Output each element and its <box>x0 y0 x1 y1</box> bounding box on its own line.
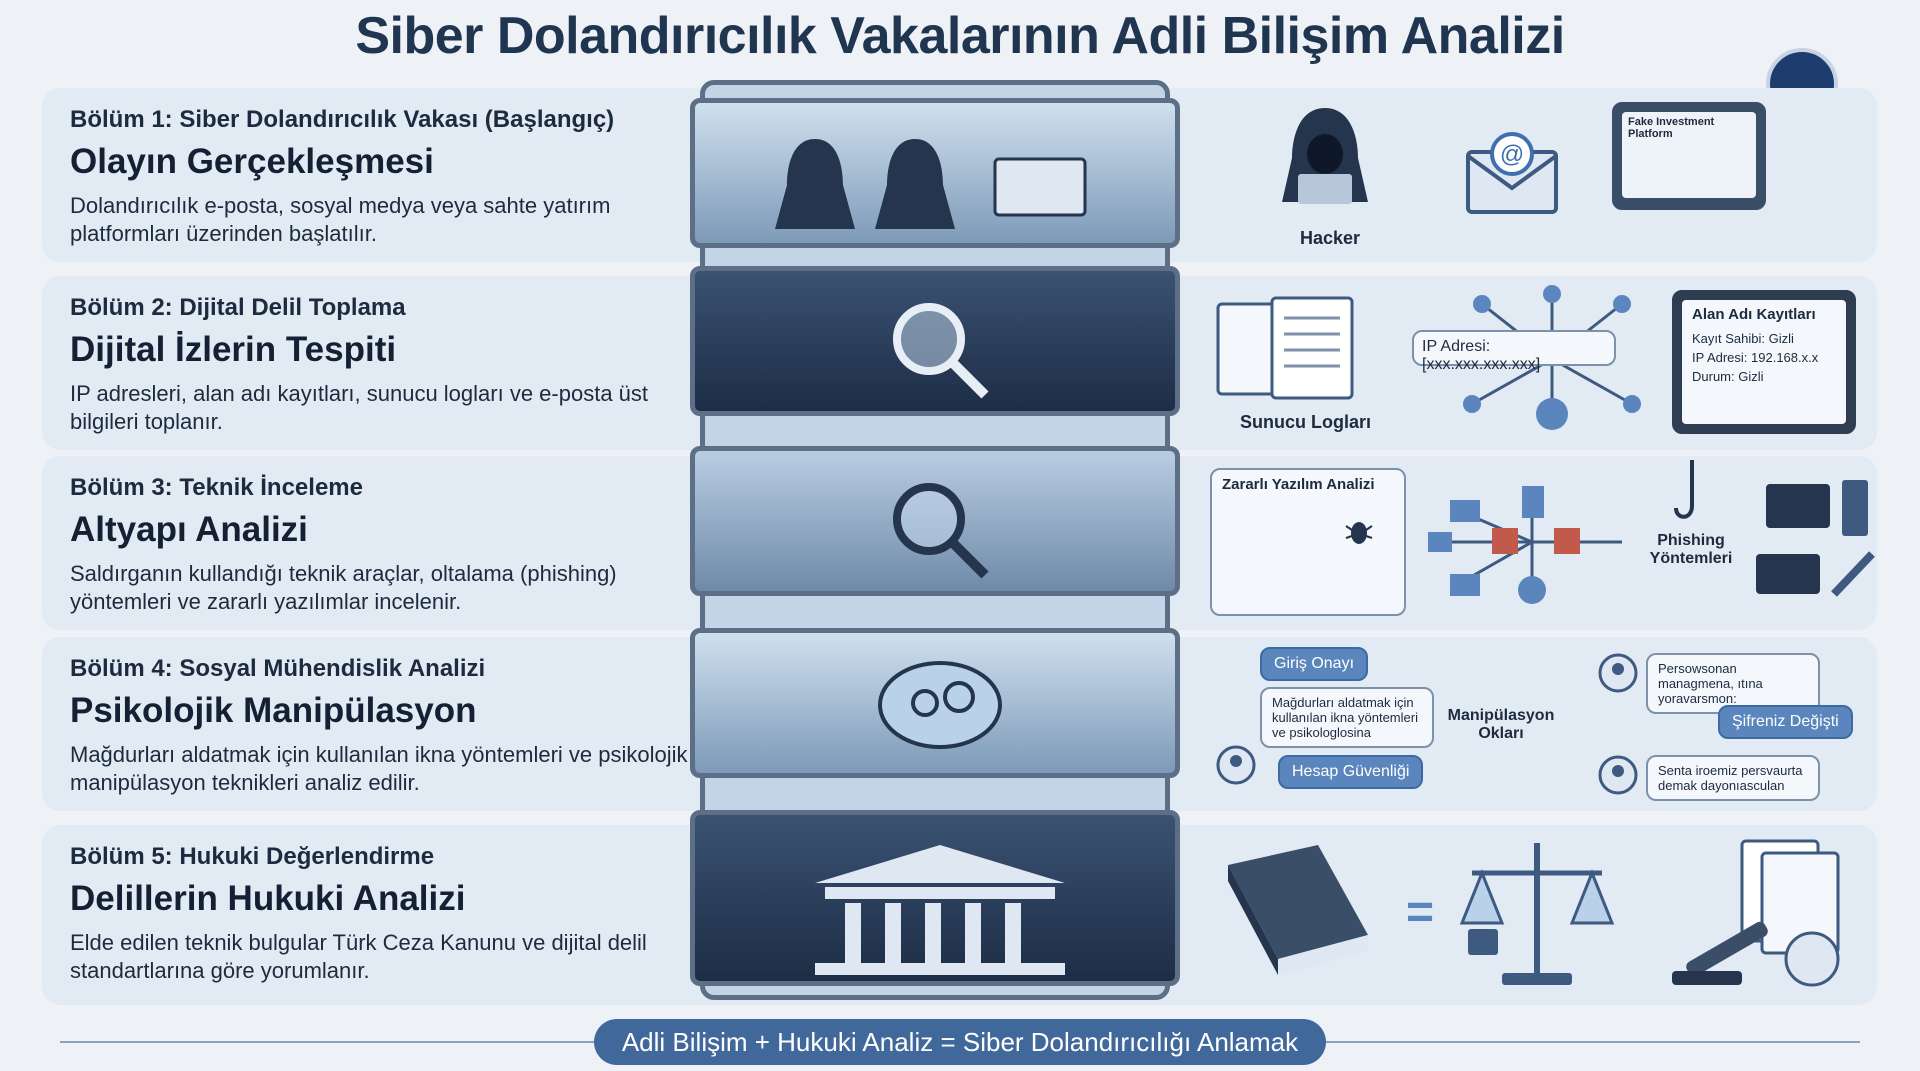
tools-icon <box>1756 480 1875 597</box>
section-heading: Psikolojik Manipülasyon <box>70 691 477 730</box>
fake-platform-monitor: Fake Investment Platform <box>1612 102 1766 210</box>
section-label: Bölüm 2: Dijital Delil Toplama <box>70 294 406 321</box>
tower-level-4 <box>690 628 1180 778</box>
domain-records-screen: Alan Adı Kayıtları Kayıt Sahibi: Gizli I… <box>1682 300 1846 424</box>
persuasion-bubble-left: Mağdurları aldatmak için kullanılan ikna… <box>1260 687 1434 748</box>
section-description: Saldırganın kullandığı teknik araçlar, o… <box>70 561 617 614</box>
user-avatar-icon <box>1216 745 1256 785</box>
email-icon: @ <box>1466 132 1558 214</box>
server-logs-label: Sunucu Logları <box>1240 412 1372 432</box>
ip-address-box: IP Adresi: [xxx.xxx.xxx.xxx] <box>1412 330 1616 373</box>
fake-platform-screen: Fake Investment Platform <box>1622 112 1756 198</box>
hacker-label: Hacker <box>1300 228 1361 248</box>
tower-level-5 <box>690 810 1180 986</box>
user-avatar-icon <box>1598 653 1638 693</box>
domain-records-title: Alan Adı Kayıtları <box>1692 306 1816 323</box>
fake-platform-label: Fake Investment Platform <box>1628 116 1715 140</box>
page-title: Siber Dolandırıcılık Vakalarının Adli Bi… <box>355 7 1565 65</box>
section-description: Elde edilen teknik bulgular Türk Ceza Ka… <box>70 930 647 983</box>
law-book-icon <box>1228 845 1368 975</box>
phishing-network-icon <box>1428 486 1622 604</box>
section-text-4: Bölüm 4: Sosyal Mühendislik Analizi Psik… <box>70 655 710 797</box>
domain-records-tablet: Alan Adı Kayıtları Kayıt Sahibi: Gizli I… <box>1672 290 1856 434</box>
brain-icon <box>878 661 1002 749</box>
tower-level-1 <box>690 98 1180 248</box>
login-confirm-pill: Giriş Onayı <box>1260 647 1369 681</box>
section-heading: Dijital İzlerin Tespiti <box>70 330 397 369</box>
section-description: IP adresleri, alan adı kayıtları, sunucu… <box>70 381 649 434</box>
hackers-illustration <box>775 139 1087 229</box>
scales-of-justice-icon <box>1459 843 1615 985</box>
section-description: Dolandırıcılık e-posta, sosyal medya vey… <box>70 193 611 246</box>
section-label: Bölüm 4: Sosyal Mühendislik Analizi <box>70 655 486 682</box>
section-heading: Olayın Gerçekleşmesi <box>70 142 434 181</box>
domain-status: Durum: Gizli <box>1692 369 1764 384</box>
section-text-5: Bölüm 5: Hukuki Değerlendirme Delillerin… <box>70 843 710 985</box>
gavel-documents-icon <box>1672 839 1840 987</box>
manipulation-arrows-label: Manipülasyon Okları <box>1447 707 1555 742</box>
password-changed-pill: Şifreniz Değişti <box>1718 705 1853 739</box>
phishing-label: Phishing Yöntemleri <box>1649 532 1733 567</box>
central-tower <box>690 80 1180 1000</box>
user-avatar-icon <box>1598 755 1638 795</box>
circuit-magnifier-icon <box>893 483 989 579</box>
equals-sign: = <box>1406 886 1435 939</box>
section-heading: Delillerin Hukuki Analizi <box>70 879 466 918</box>
footer-banner: Adli Bilişim + Hukuki Analiz = Siber Dol… <box>594 1019 1326 1065</box>
bug-icon <box>1345 522 1373 544</box>
section-text-1: Bölüm 1: Siber Dolandırıcılık Vakası (Ba… <box>70 106 710 248</box>
ip-address-label: IP Adresi: [xxx.xxx.xxx.xxx] <box>1422 338 1541 373</box>
domain-ip: IP Adresi: 192.168.x.x <box>1692 350 1819 365</box>
section-label: Bölüm 3: Teknik İnceleme <box>70 474 363 501</box>
courthouse-icon <box>815 845 1065 975</box>
svg-text:@: @ <box>1500 141 1524 168</box>
malware-analysis-title: Zararlı Yazılım Analizi <box>1222 476 1375 493</box>
section-label: Bölüm 1: Siber Dolandırıcılık Vakası (Ba… <box>70 106 615 133</box>
domain-owner: Kayıt Sahibi: Gizli <box>1692 331 1794 346</box>
magnifier-icon <box>893 303 989 399</box>
tower-level-3 <box>690 446 1180 596</box>
section-heading: Altyapı Analizi <box>70 510 308 549</box>
section-text-3: Bölüm 3: Teknik İnceleme Altyapı Analizi… <box>70 474 710 616</box>
tower-level-2 <box>690 266 1180 416</box>
section-label: Bölüm 5: Hukuki Değerlendirme <box>70 843 435 870</box>
persuasion-bubble-bottom: Senta iroemiz persvaurta demak dayonıasc… <box>1646 755 1820 801</box>
phishing-hook-icon <box>1674 460 1694 519</box>
malware-analysis-panel: Zararlı Yazılım Analizi <box>1210 468 1406 616</box>
hacker-icon <box>1282 108 1368 204</box>
server-log-icon <box>1216 296 1354 400</box>
persuasion-bubble-top: Persowsonan managmena, ıtına yoravarsmon… <box>1646 653 1820 714</box>
section-text-2: Bölüm 2: Dijital Delil Toplama Dijital İ… <box>70 294 710 436</box>
section-description: Mağdurları aldatmak için kullanılan ikna… <box>70 742 688 795</box>
account-security-pill: Hesap Güvenliği <box>1278 755 1424 789</box>
